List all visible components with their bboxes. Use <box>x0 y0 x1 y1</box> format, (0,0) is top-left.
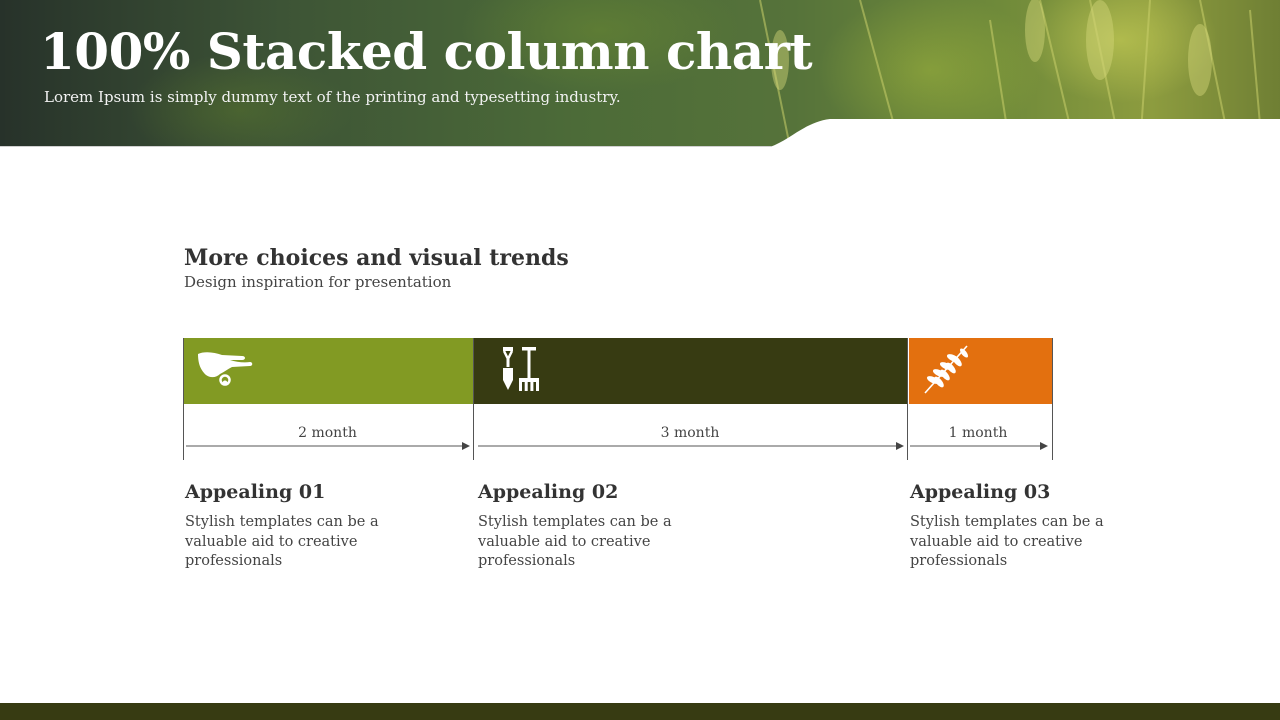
duration-arrow <box>910 442 1048 450</box>
step-title: Appealing 02 <box>478 481 619 503</box>
duration-label: 3 month <box>660 425 720 441</box>
section-subtitle: Design inspiration for presentation <box>184 273 452 291</box>
step-title: Appealing 01 <box>185 481 326 503</box>
page-title: 100% Stacked column chart <box>40 22 813 81</box>
banner-curve-edge <box>0 119 1280 147</box>
timeline-divider <box>1052 338 1053 460</box>
header-banner: 100% Stacked column chart Lorem Ipsum is… <box>0 0 1280 147</box>
section-title: More choices and visual trends <box>184 245 569 271</box>
step-description: Stylish templates can be a valuable aid … <box>478 514 672 569</box>
step-description: Stylish templates can be a valuable aid … <box>910 514 1104 569</box>
wheat-icon <box>924 345 969 394</box>
timeline-bar-step-2 <box>474 338 908 404</box>
step-description: Stylish templates can be a valuable aid … <box>185 514 379 569</box>
duration-label: 2 month <box>298 425 357 441</box>
garden-tools-icon <box>502 347 539 391</box>
timeline-bar-step-3 <box>909 338 1052 404</box>
timeline-divider <box>907 338 908 460</box>
page-subtitle: Lorem Ipsum is simply dummy text of the … <box>44 88 621 106</box>
hand-planting-seed-icon <box>198 352 253 386</box>
timeline-divider <box>473 338 474 460</box>
duration-label: 1 month <box>948 425 1008 441</box>
timeline-divider <box>183 338 184 460</box>
step-title: Appealing 03 <box>910 481 1051 503</box>
footer-bar <box>0 703 1280 720</box>
duration-arrow <box>186 442 470 450</box>
duration-arrow <box>478 442 904 450</box>
timeline-bar-step-1 <box>184 338 473 404</box>
wheat-stalks-decoration <box>759 0 1263 147</box>
